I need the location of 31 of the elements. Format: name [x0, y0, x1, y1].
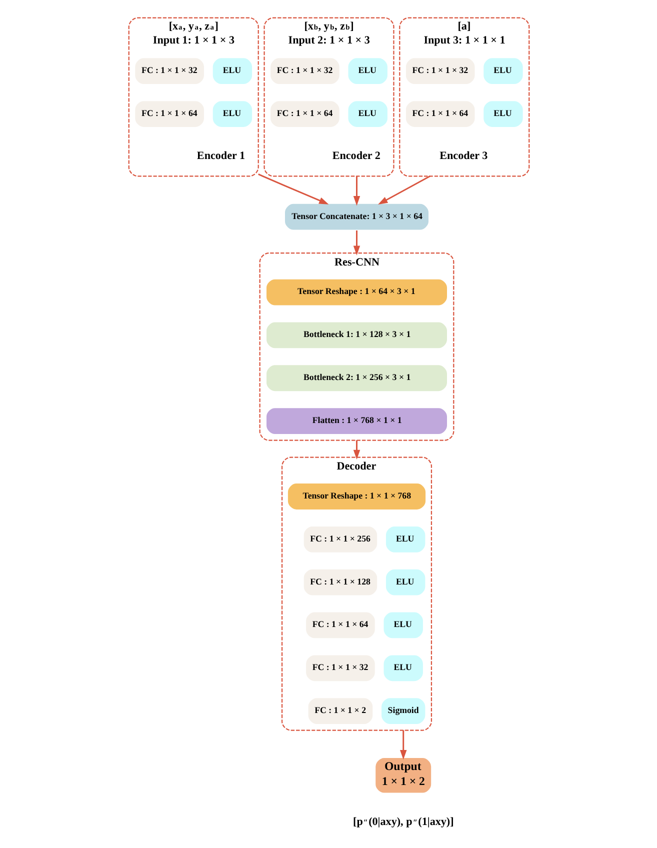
node-box: Bottleneck 2: 1 × 256 × 3 × 1	[265, 364, 448, 392]
node-box: Tensor Reshape : 1 × 64 × 3 × 1	[265, 278, 448, 306]
arrow	[378, 176, 430, 205]
node-label: [xa, ya, za]	[168, 20, 218, 33]
node-box: ELU	[212, 57, 252, 85]
node-label: Encoder 2	[332, 150, 380, 162]
node-box: Tensor Concatenate: 1 × 3 × 1 × 64	[284, 203, 429, 231]
arrow	[352, 176, 360, 206]
node-label: [a]	[457, 20, 470, 33]
arrow	[352, 230, 360, 256]
node-box: ELU	[347, 100, 388, 128]
node-box: ELU	[212, 100, 252, 128]
node-label: Encoder 1	[196, 150, 245, 162]
node-box: Tensor Reshape : 1 × 1 × 768	[286, 482, 426, 510]
node-box: Output 1 × 1 × 2	[374, 757, 432, 794]
arrow	[399, 730, 406, 760]
node-box: ELU	[382, 612, 424, 639]
node-label: Encoder 3	[439, 150, 488, 162]
node-label: [xb, yb, zb]	[304, 20, 354, 33]
node-box: ELU	[382, 654, 424, 682]
node-box: ELU	[482, 57, 524, 85]
node-label: [p″(0|axy), p″(1|axy)]	[352, 816, 454, 828]
node-box: Sigmoid	[380, 697, 426, 725]
node-box: ELU	[347, 57, 388, 85]
node-box: ELU	[384, 568, 426, 596]
arrow	[258, 174, 328, 204]
arrow	[352, 440, 360, 460]
node-box: ELU	[384, 526, 426, 554]
node-box: Flatten : 1 × 768 × 1 × 1	[265, 407, 448, 435]
node-box: Bottleneck 1: 1 × 128 × 3 × 1	[265, 322, 448, 349]
node-box: ELU	[482, 100, 524, 128]
